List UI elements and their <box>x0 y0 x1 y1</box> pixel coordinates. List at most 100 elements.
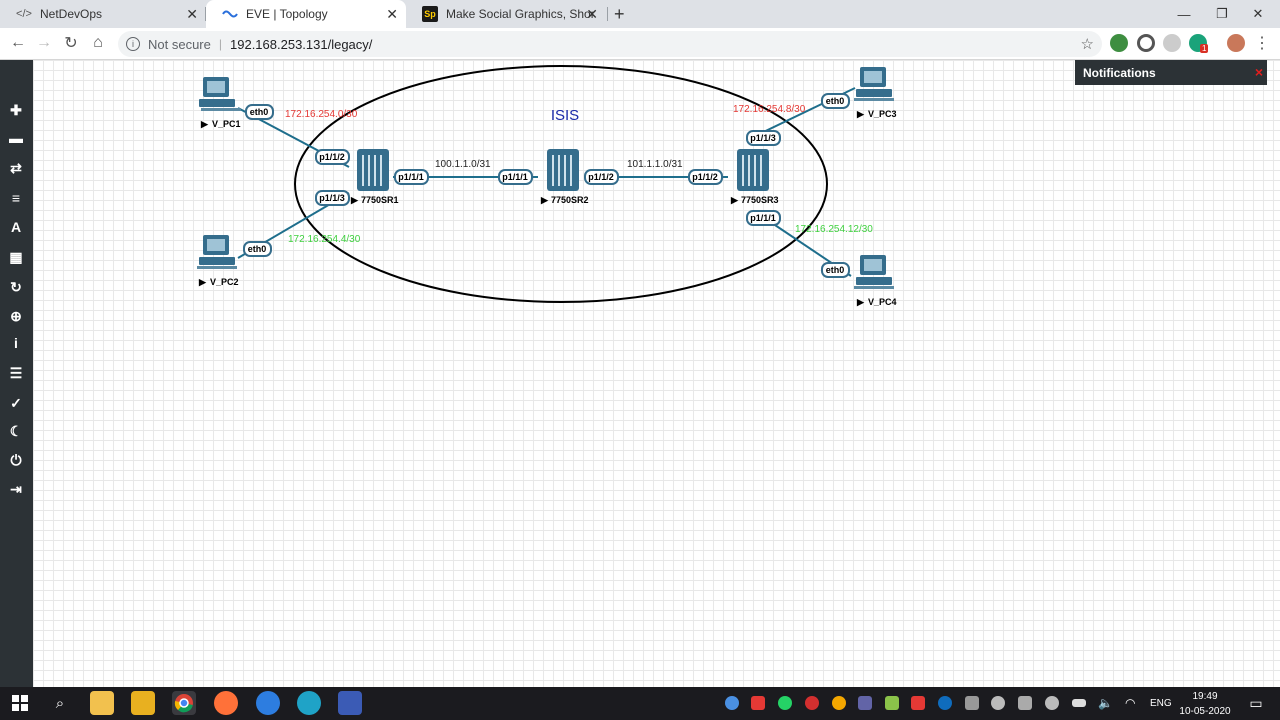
check-icon[interactable]: ✓ <box>10 394 22 411</box>
pc-icon <box>854 67 894 101</box>
tray-icon[interactable] <box>965 696 979 710</box>
windows-start-icon[interactable] <box>8 691 32 715</box>
plus-icon[interactable]: ✚ <box>10 101 22 118</box>
extension-gear-icon[interactable] <box>1163 34 1181 52</box>
topology-canvas[interactable]: ISIS 172.16.254.0/30 172.16.254.4/30 100… <box>33 60 1280 687</box>
svg-text:eth0: eth0 <box>826 265 845 275</box>
onedrive-icon[interactable] <box>938 696 952 710</box>
extension-globe-icon[interactable] <box>1110 34 1128 52</box>
interface-label[interactable]: p1/1/3 <box>315 190 350 206</box>
text-icon[interactable]: A <box>10 219 22 235</box>
divider: | <box>218 37 222 51</box>
minimize-icon[interactable]: — <box>1177 6 1191 22</box>
tray-icon[interactable] <box>1018 696 1032 710</box>
bookmark-star-icon[interactable]: ☆ <box>1080 36 1094 53</box>
list-icon[interactable]: ≡ <box>11 190 21 206</box>
tray-icon[interactable] <box>911 696 925 710</box>
zoom-icon[interactable]: ⊕ <box>10 307 22 324</box>
teams-icon[interactable] <box>858 696 872 710</box>
interface-label[interactable]: eth0 <box>245 104 274 120</box>
avatar[interactable] <box>1227 34 1245 52</box>
tray-icon[interactable] <box>805 696 819 710</box>
language-indicator[interactable]: ENG <box>1150 698 1172 709</box>
interface-label[interactable]: p1/1/2 <box>584 169 619 185</box>
battery-icon[interactable] <box>1072 699 1086 707</box>
node-pc2[interactable]: ▶ V_PC2 <box>197 235 239 287</box>
interface-label[interactable]: p1/1/3 <box>746 130 781 146</box>
tab-separator <box>607 7 608 21</box>
window-close-icon[interactable]: ✕ <box>1252 6 1264 21</box>
sticky-app-icon[interactable] <box>131 691 155 715</box>
menu-icon[interactable]: ⋮ <box>1254 35 1270 52</box>
tray-icon[interactable] <box>725 696 739 710</box>
interface-label[interactable]: p1/1/1 <box>394 169 429 185</box>
transfer-icon[interactable]: ⇄ <box>10 159 22 176</box>
grid-icon[interactable]: ▦ <box>9 248 23 265</box>
interface-label[interactable]: eth0 <box>243 241 272 257</box>
node-pc1[interactable]: ▶ V_PC1 <box>199 77 241 129</box>
interface-label[interactable]: eth0 <box>821 93 850 109</box>
notifications-title: Notifications <box>1083 65 1156 80</box>
wifi-icon[interactable]: ◠ <box>1125 696 1136 710</box>
svg-text:eth0: eth0 <box>248 244 267 254</box>
tab-social-graphics[interactable]: Sp Make Social Graphics, Short Vide ✕ <box>406 0 606 28</box>
code-icon: </> <box>16 8 32 20</box>
tray-icon[interactable] <box>1045 696 1059 710</box>
reload-icon[interactable]: ↻ <box>64 35 78 52</box>
forward-icon[interactable]: → <box>36 34 52 51</box>
whatsapp-icon[interactable] <box>778 696 792 710</box>
svg-text:p1/1/1: p1/1/1 <box>750 213 776 223</box>
subnet-label: 172.16.254.0/30 <box>285 109 358 120</box>
eve-sidebar: ✚ ▬ ⇄ ≡ A ▦ ↻ ⊕ i ☰ ✓ ☾ ⏻ ⇥ <box>0 60 33 687</box>
tab-eve-topology[interactable]: EVE | Topology ✕ <box>206 0 406 28</box>
back-icon[interactable]: ← <box>10 34 26 51</box>
node-sr3[interactable]: ▶ 7750SR3 <box>730 149 779 205</box>
firefox-icon[interactable] <box>214 691 238 715</box>
interface-label[interactable]: p1/1/1 <box>498 169 533 185</box>
address-bar[interactable]: i Not secure | 192.168.253.131/legacy/ ☆ <box>118 31 1102 57</box>
app-icon[interactable] <box>256 691 280 715</box>
node-label: V_PC2 <box>210 277 239 287</box>
svg-text:p1/1/3: p1/1/3 <box>319 193 345 203</box>
power-icon[interactable]: ⏻ <box>10 451 22 468</box>
action-center-icon[interactable]: ▭ <box>1249 694 1263 711</box>
close-icon[interactable]: ✕ <box>386 6 398 22</box>
info-icon[interactable]: i <box>14 335 18 351</box>
interface-label[interactable]: p1/1/2 <box>688 169 723 185</box>
node-arrow: ▶ <box>856 297 865 307</box>
file-explorer-icon[interactable] <box>90 691 114 715</box>
chrome-icon[interactable] <box>172 691 196 715</box>
close-icon[interactable]: × <box>1254 64 1263 80</box>
maximize-icon[interactable]: ❐ <box>1216 6 1228 21</box>
interface-label[interactable]: eth0 <box>821 262 850 278</box>
new-tab-button[interactable]: + <box>614 4 625 24</box>
search-icon[interactable]: ⌕ <box>55 694 65 712</box>
moon-icon[interactable]: ☾ <box>9 422 23 439</box>
interface-label[interactable]: p1/1/2 <box>315 149 350 165</box>
refresh-icon[interactable]: ↻ <box>10 278 22 295</box>
node-pc3[interactable]: ▶ V_PC3 <box>854 67 897 119</box>
extension-circle-icon[interactable] <box>1137 34 1155 52</box>
tray-icon[interactable] <box>991 696 1005 710</box>
logout-icon[interactable]: ⇥ <box>10 480 22 497</box>
tab-netdevops[interactable]: </> NetDevOps ✕ <box>0 0 206 28</box>
node-pc4[interactable]: ▶ V_PC4 <box>854 255 897 307</box>
close-icon[interactable]: ✕ <box>186 6 198 22</box>
storage-icon[interactable]: ▬ <box>9 130 23 146</box>
subnet-label: 101.1.1.0/31 <box>627 159 683 170</box>
network-app-icon[interactable] <box>338 691 362 715</box>
pc-icon <box>199 77 241 111</box>
info-icon[interactable]: i <box>126 37 140 51</box>
notes-icon[interactable]: ☰ <box>9 364 23 381</box>
volume-icon[interactable]: 🔈 <box>1098 696 1113 710</box>
close-icon[interactable]: ✕ <box>586 6 598 22</box>
node-sr1[interactable]: ▶ 7750SR1 <box>350 149 399 205</box>
interface-label[interactable]: p1/1/1 <box>746 210 781 226</box>
node-sr2[interactable]: ▶ 7750SR2 <box>540 149 589 205</box>
home-icon[interactable]: ⌂ <box>93 34 103 51</box>
tray-icon[interactable] <box>751 696 765 710</box>
clock[interactable]: 19:49 10-05-2020 <box>1175 689 1235 719</box>
tray-icon[interactable] <box>885 696 899 710</box>
tray-icon[interactable] <box>832 696 846 710</box>
edge-icon[interactable] <box>297 691 321 715</box>
